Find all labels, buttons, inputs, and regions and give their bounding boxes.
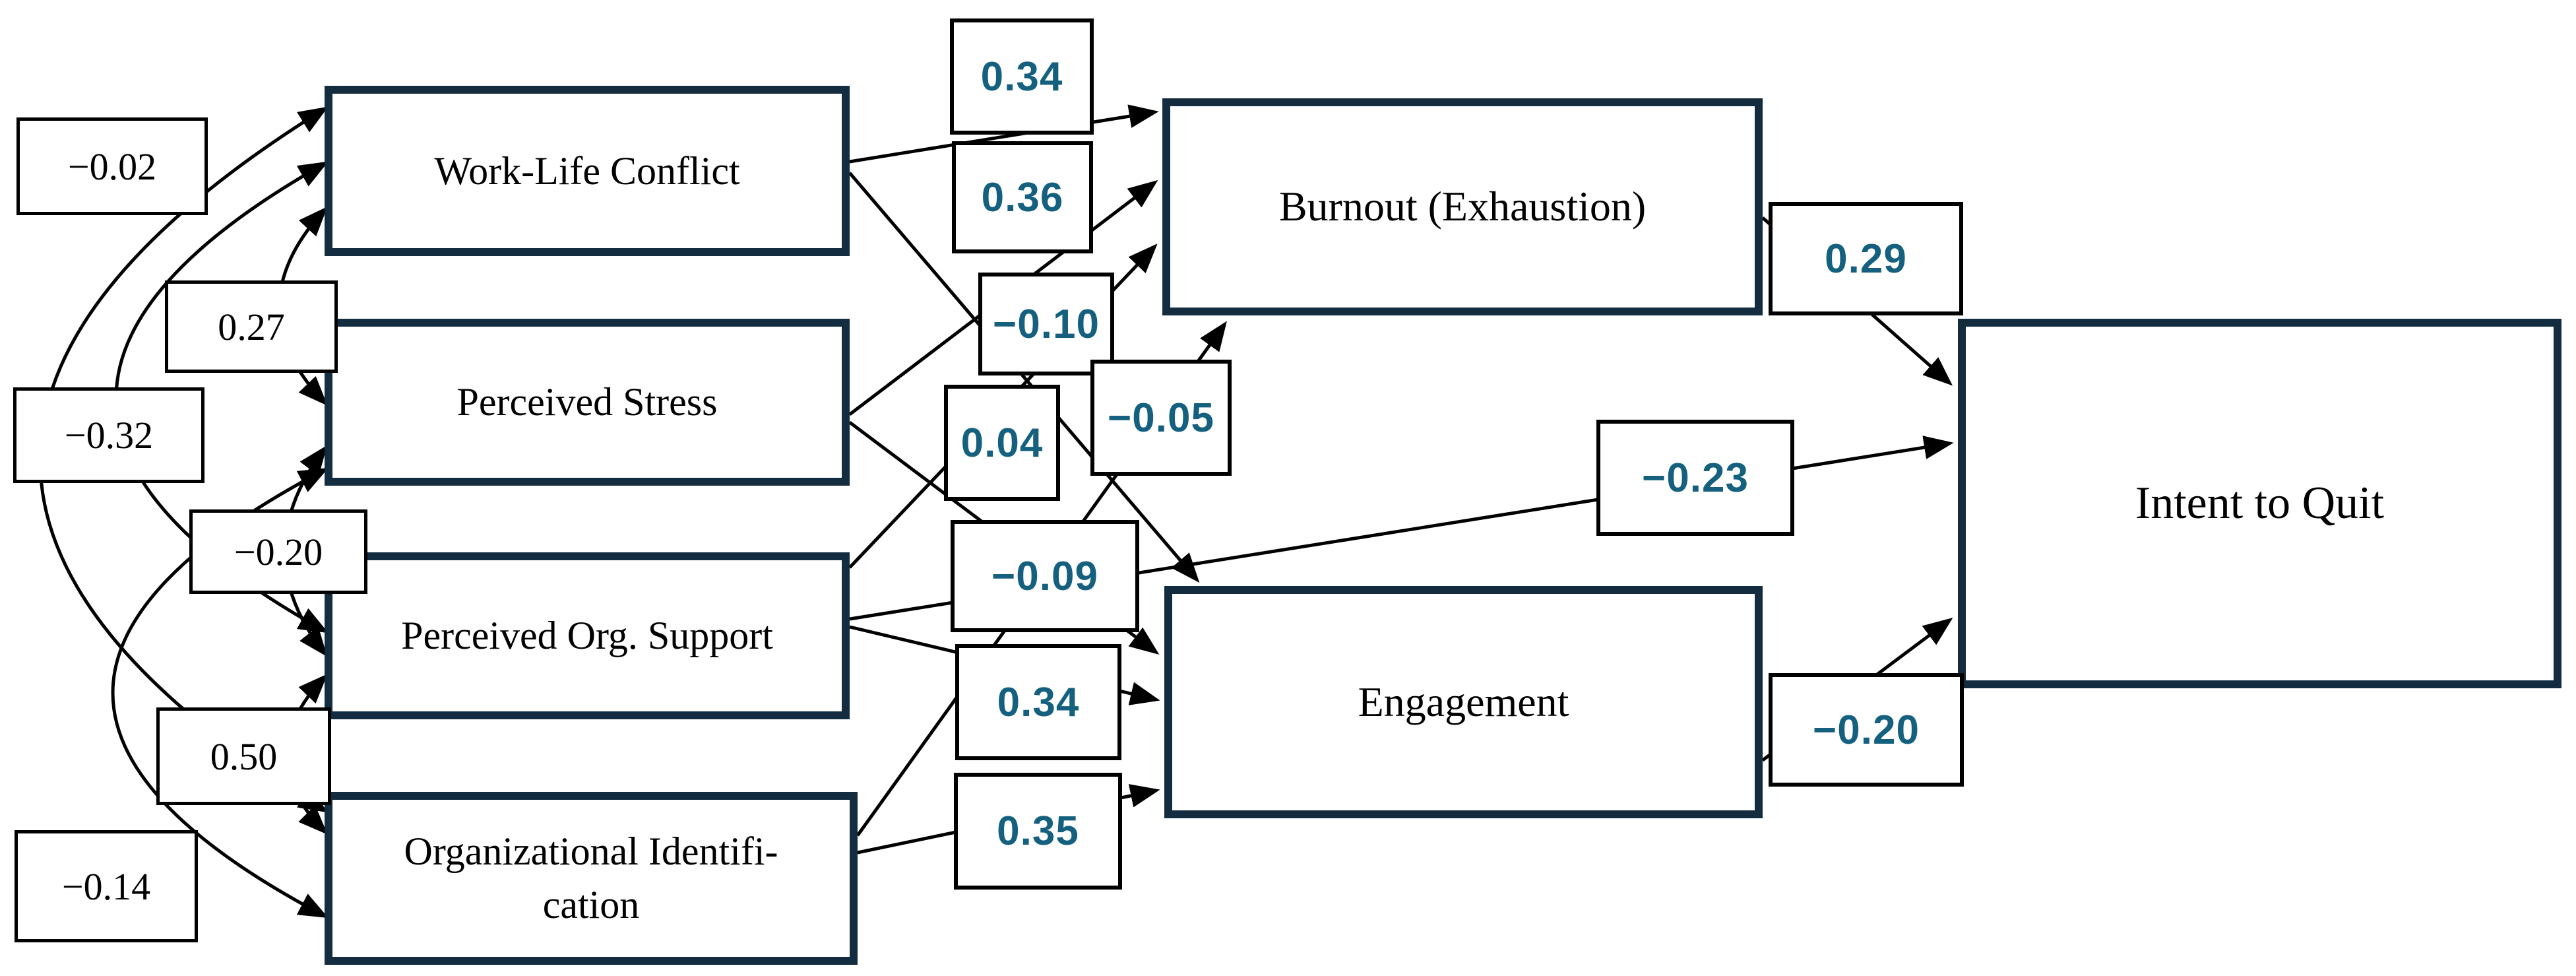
node-work-life-conflict: Work-Life Conflict <box>325 86 850 256</box>
covariance-label-wlc-oi: −0.02 <box>16 117 208 215</box>
covariance-label-pos-oi: 0.50 <box>156 707 331 805</box>
coefficient-wlc-burnout: 0.34 <box>950 18 1094 135</box>
covariance-label-wlc-pos: −0.32 <box>13 387 204 483</box>
node-burnout-exhaustion: Burnout (Exhaustion) <box>1162 98 1763 315</box>
coefficient-wlc-engagement: 0.04 <box>944 385 1060 501</box>
node-perceived-org-support: Perceived Org. Support <box>325 552 850 719</box>
covariance-label-wlc-ps: 0.27 <box>165 280 338 373</box>
coefficient-burnout-intent: 0.29 <box>1769 202 1963 315</box>
covariance-label-ps-pos: −0.20 <box>189 509 367 594</box>
coefficient-support-intent: −0.23 <box>1596 420 1794 536</box>
coefficient-stress-burnout: 0.36 <box>952 141 1093 253</box>
coefficient-support-engagement: 0.34 <box>955 644 1121 760</box>
arrow-wlc-to-engagement <box>848 172 1200 583</box>
covariance-label-ps-oi: −0.14 <box>15 830 198 942</box>
arrow-wlc-to-burnout <box>849 104 1159 164</box>
node-engagement: Engagement <box>1164 586 1763 818</box>
coefficient-stress-engagement: −0.09 <box>951 520 1139 632</box>
coefficient-identification-engagement: 0.35 <box>954 773 1122 890</box>
coefficient-support-burnout: −0.10 <box>978 273 1114 375</box>
node-intent-to-quit: Intent to Quit <box>1958 319 2561 688</box>
coefficient-identification-burnout: −0.05 <box>1090 360 1232 476</box>
node-organizational-identification: Organizational Identifi- cation <box>325 792 858 965</box>
node-perceived-stress: Perceived Stress <box>325 319 850 486</box>
coefficient-engagement-intent: −0.20 <box>1769 673 1964 787</box>
